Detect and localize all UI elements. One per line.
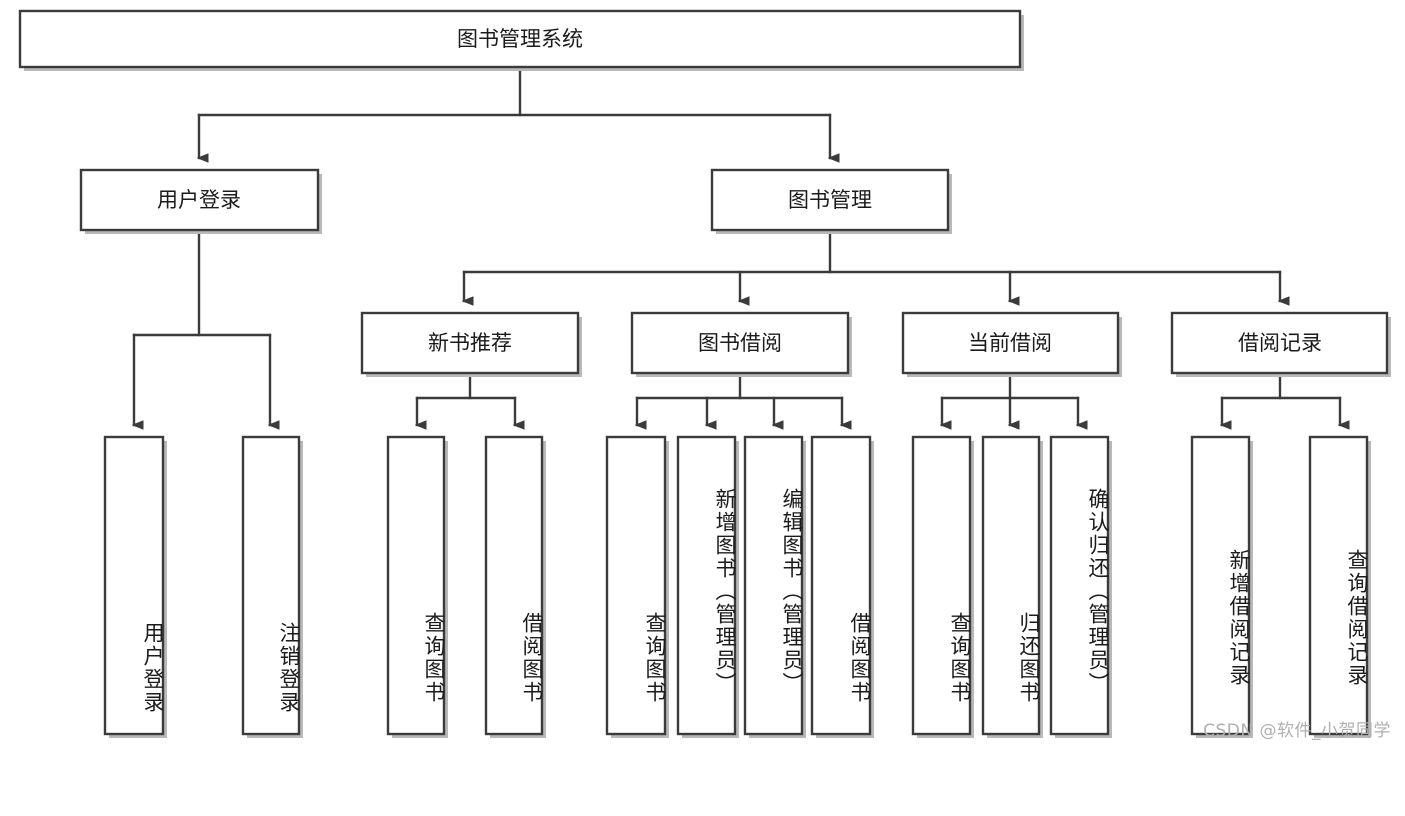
node-user-login[interactable]: 用户登录 xyxy=(79,168,322,234)
new-book-label: 新书推荐 xyxy=(428,331,512,355)
leaf-cb-return-rect[interactable] xyxy=(981,435,1041,736)
leaf-cb-query-rect[interactable] xyxy=(911,435,972,736)
current-borrow-label: 当前借阅 xyxy=(968,331,1052,355)
book-manage-rect[interactable] xyxy=(710,168,950,232)
root-rect[interactable] xyxy=(18,9,1022,69)
node-new-book-recommend[interactable]: 新书推荐 xyxy=(360,311,582,377)
leaf-boxes-layer xyxy=(103,435,1371,738)
leaf-bb-query-rect[interactable] xyxy=(605,435,667,736)
current-borrow-rect[interactable] xyxy=(901,311,1120,375)
borrow-record-rect[interactable] xyxy=(1170,311,1389,375)
tree-diagram-svg: 图书管理系统 用户登录 图书管理 新书推荐 图书借阅 当前借阅 xyxy=(18,9,1391,738)
leaf-logout-rect[interactable] xyxy=(241,435,301,736)
leaf-nb-query-rect[interactable] xyxy=(386,435,446,736)
leaf-cb-confirm-rect[interactable] xyxy=(1049,435,1110,736)
node-root[interactable]: 图书管理系统 xyxy=(18,9,1024,71)
leaf-br-query-rect[interactable] xyxy=(1308,435,1369,736)
leaf-br-add-rect[interactable] xyxy=(1190,435,1251,736)
edges-layer xyxy=(131,68,1350,430)
leaf-nb-borrow-rect[interactable] xyxy=(484,435,544,736)
user-login-label: 用户登录 xyxy=(157,188,241,212)
node-borrow-record[interactable]: 借阅记录 xyxy=(1170,311,1391,377)
leaf-user-login-rect[interactable] xyxy=(103,435,165,736)
node-book-borrow[interactable]: 图书借阅 xyxy=(630,311,852,377)
csdn-watermark: CSDN @软件_小贺同学 xyxy=(1203,721,1391,741)
leaf-bb-borrow-rect[interactable] xyxy=(810,435,872,736)
flowchart-canvas: 图书管理系统 用户登录 图书管理 新书推荐 图书借阅 当前借阅 xyxy=(18,9,1391,741)
root-label: 图书管理系统 xyxy=(457,27,583,51)
book-manage-label: 图书管理 xyxy=(788,188,872,212)
book-borrow-rect[interactable] xyxy=(630,311,850,375)
user-login-rect[interactable] xyxy=(79,168,320,232)
node-book-manage[interactable]: 图书管理 xyxy=(710,168,952,234)
node-current-borrow[interactable]: 当前借阅 xyxy=(901,311,1122,377)
leaf-bb-edit-rect[interactable] xyxy=(743,435,804,736)
book-borrow-label: 图书借阅 xyxy=(698,331,782,355)
new-book-rect[interactable] xyxy=(360,311,580,375)
borrow-record-label: 借阅记录 xyxy=(1238,331,1322,355)
leaf-bb-add-rect[interactable] xyxy=(676,435,737,736)
